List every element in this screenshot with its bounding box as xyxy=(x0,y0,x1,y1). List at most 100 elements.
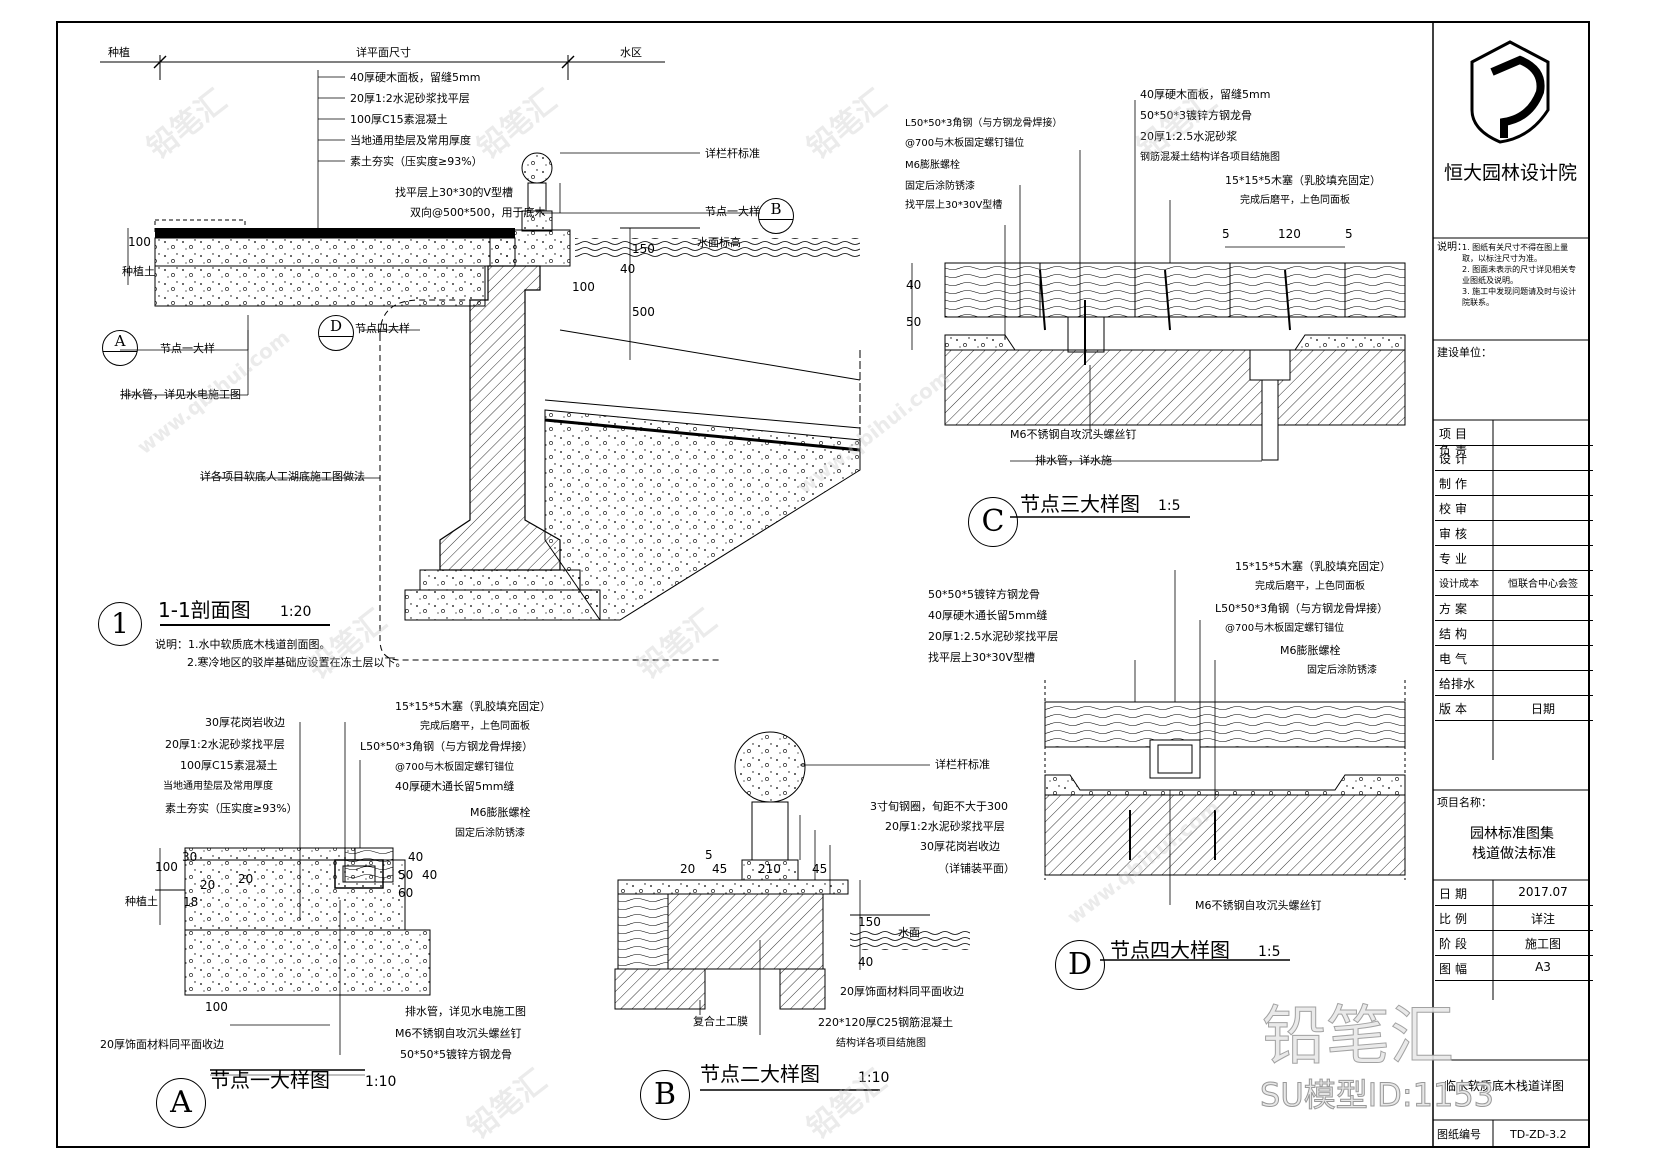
a-right-2: 完成后磨平，上色同面板 xyxy=(420,721,530,732)
drawing-name: 临水软质底木栈道详图 xyxy=(1444,1079,1565,1093)
layer-4: 当地通用垫层及常用厚度 xyxy=(350,134,471,147)
drawing-no: TD-ZD-3.2 xyxy=(1510,1128,1567,1141)
section-1-title: 1-1剖面图 xyxy=(158,598,251,622)
d-left-1: 50*50*5镀锌方钢龙骨 xyxy=(928,588,1040,601)
project-label: 项目名称： xyxy=(1437,796,1492,809)
dim-500: 500 xyxy=(632,305,655,319)
a-right-1: 15*15*5木塞（乳胶填充固定） xyxy=(395,700,551,713)
tb-row-4: 审核 xyxy=(1435,520,1593,546)
c-right-6: 完成后磨平，上色同面板 xyxy=(1240,195,1350,206)
c-left-3: M6膨胀螺栓 xyxy=(905,160,960,171)
callout-drain-pipe: 排水管，详见水电施工图 xyxy=(120,388,241,401)
a-bottom-2: M6不锈钢自攻沉头螺丝钉 xyxy=(395,1027,522,1040)
b-bottom-2: 复合土工膜 xyxy=(693,1015,748,1028)
tb-row-2: 制作 xyxy=(1435,470,1593,496)
b-dim-45a: 45 xyxy=(712,862,728,876)
detail-c-scale: 1:5 xyxy=(1158,498,1181,514)
note-1: 1. 图纸有关尺寸不得在图上量取，以标注尺寸为准。 xyxy=(1462,243,1569,263)
a-bottom-4: 20厚饰面材料同平面收边 xyxy=(100,1038,224,1051)
a-left-4: 当地通用垫层及常用厚度 xyxy=(163,781,273,792)
c-left-1: L50*50*3角钢（与方钢龙骨焊接） xyxy=(905,118,1063,129)
tb-row-5: 专业 xyxy=(1435,545,1593,571)
c-left-5: 找平层上30*30V型槽 xyxy=(905,200,1003,211)
a-left-3: 100厚C15素混凝土 xyxy=(180,759,278,772)
callout-lakebed: 详各项目软底人工湖底施工图做法 xyxy=(200,470,365,483)
tb-row-7: 方案 xyxy=(1435,595,1593,621)
detail-d-scale: 1:5 xyxy=(1258,944,1281,960)
b-top-2: 3寸旬钢圈，旬距不大于300 xyxy=(870,800,1008,813)
info-row-2: 阶段施工图 xyxy=(1435,930,1593,956)
label-planting: 种植 xyxy=(108,46,130,59)
watermark-model-id: SU模型ID:1153 xyxy=(1259,1076,1495,1115)
callout-v-groove: 找平层上30*30的V型槽 xyxy=(395,186,514,199)
a-right-4: @700与木板固定螺钉锚位 xyxy=(395,762,515,773)
detail-c-title: 节点三大样图 xyxy=(1020,492,1140,516)
notes-body: 1. 图纸有关尺寸不得在图上量取，以标注尺寸为准。 2. 图面未表示的尺寸详见相… xyxy=(1462,242,1584,308)
project-name-2: 栈道做法标准 xyxy=(1472,846,1556,862)
tb-row-0: 项目负责 xyxy=(1435,420,1593,458)
c-right-5: 15*15*5木塞（乳胶填充固定） xyxy=(1225,174,1381,187)
tb-row-10: 给排水 xyxy=(1435,670,1593,696)
callout-water-level: 水面标高 xyxy=(697,236,741,249)
d-bottom-1: M6不锈钢自攻沉头螺丝钉 xyxy=(1195,899,1322,912)
a-dim-100b: 100 xyxy=(205,1000,228,1014)
a-dim-30: 30 xyxy=(182,850,198,864)
a-dim-20a: 20 xyxy=(200,878,216,892)
b-dim-40: 40 xyxy=(858,955,874,969)
a-dim-18: 18 xyxy=(183,895,199,909)
ref-d-marker: D xyxy=(318,315,354,351)
info-row-1: 比例详注 xyxy=(1435,905,1593,931)
tb-row-8: 结构 xyxy=(1435,620,1593,646)
c-left-4: 固定后涂防锈漆 xyxy=(905,181,975,192)
b-dim-20: 20 xyxy=(680,862,696,876)
ref-b-marker: B xyxy=(758,198,794,234)
d-right-1: L50*50*3角钢（与方钢龙骨焊接） xyxy=(1215,602,1389,615)
detail-c-marker: C xyxy=(968,497,1018,547)
dim-100: 100 xyxy=(128,235,151,249)
company-logo xyxy=(1470,40,1550,144)
note-2: 2. 图面未表示的尺寸详见相关专业图纸及说明。 xyxy=(1462,265,1577,285)
label-plant-soil: 种植土 xyxy=(122,265,155,278)
a-dim-50: 50 xyxy=(398,868,414,882)
tb-row-11: 版本日期 xyxy=(1435,695,1593,721)
a-right-3: L50*50*3角钢（与方钢龙骨焊接） xyxy=(360,740,534,753)
section-1-note-1: 说明：1.水中软质底木栈道剖面图。 xyxy=(155,638,331,651)
b-top-3: 20厚1:2水泥砂浆找平层 xyxy=(885,820,1005,833)
d-left-3: 20厚1:2.5水泥砂浆找平层 xyxy=(928,630,1059,643)
layer-2: 20厚1:2水泥砂浆找平层 xyxy=(350,92,470,105)
b-dim-150: 150 xyxy=(858,915,881,929)
c-dim-5a: 5 xyxy=(1222,227,1230,241)
label-plan-dimension: 详平面尺寸 xyxy=(356,46,411,59)
detail-d-marker: D xyxy=(1055,940,1105,990)
detail-a-scale: 1:10 xyxy=(365,1074,397,1090)
detail-b-scale: 1:10 xyxy=(858,1070,890,1086)
a-left-2: 20厚1:2水泥砂浆找平层 xyxy=(165,738,285,751)
client-label: 建设单位： xyxy=(1437,346,1492,359)
company-name: 恒大园林设计院 xyxy=(1444,162,1578,184)
note-3: 3. 施工中发现问题请及时与设计院联系。 xyxy=(1462,287,1577,307)
d-left-4: 找平层上30*30V型槽 xyxy=(928,651,1036,664)
label-water-zone: 水区 xyxy=(620,46,642,59)
a-right-7: 固定后涂防锈漆 xyxy=(455,828,525,839)
a-left-5: 素土夯实（压实度≥93%） xyxy=(165,802,298,815)
dim-150: 150 xyxy=(632,242,655,256)
b-dim-210: 210 xyxy=(758,862,781,876)
b-dim-45b: 45 xyxy=(812,862,828,876)
c-dim-120: 120 xyxy=(1278,227,1301,241)
layer-1: 40厚硬木面板，留缝5mm xyxy=(350,71,481,84)
detail-a-marker: A xyxy=(156,1078,206,1128)
drawing-no-label: 图纸编号 xyxy=(1437,1128,1481,1141)
detail-b-marker: B xyxy=(640,1070,690,1120)
watermark-brand-large: 铅笔汇 xyxy=(1262,1000,1455,1075)
b-bottom-4: 结构详各项目结施图 xyxy=(836,1038,926,1049)
layer-5: 素土夯实（压实度≥93%） xyxy=(350,155,483,168)
callout-node4: 节点四大样 xyxy=(355,322,410,335)
a-bottom-1: 排水管，详见水电施工图 xyxy=(405,1005,526,1018)
d-right-4: 固定后涂防锈漆 xyxy=(1307,665,1377,676)
d-right-3: M6膨胀螺栓 xyxy=(1280,644,1341,657)
tb-row-9: 电气 xyxy=(1435,645,1593,671)
